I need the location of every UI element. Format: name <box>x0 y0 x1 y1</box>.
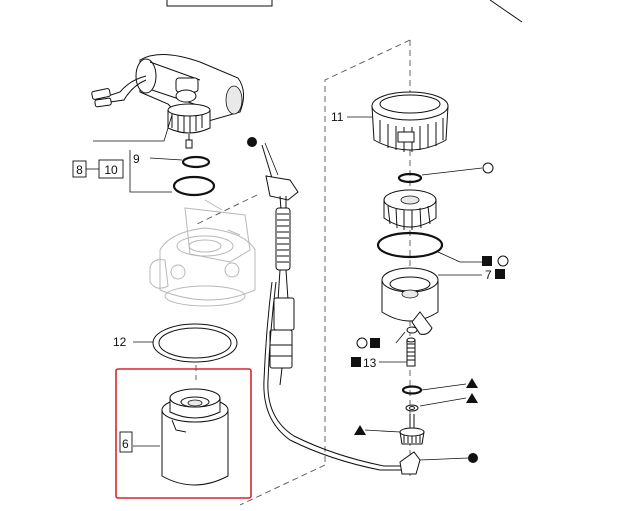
drain-valve-parts <box>399 385 425 445</box>
bolt-part <box>406 337 416 367</box>
open-circle-icon <box>482 162 494 174</box>
callout-7: 7 <box>485 268 492 282</box>
bowl-housing-part <box>381 267 439 335</box>
filled-triangle-icon <box>466 378 478 388</box>
filled-circle-icon <box>468 453 478 463</box>
leader-lines <box>93 114 483 461</box>
gasket-part <box>152 323 238 363</box>
filter-bowl-cap-part <box>371 91 449 152</box>
filter-cartridge-part <box>161 388 229 486</box>
callout-11: 11 <box>331 110 344 124</box>
callout-13: 13 <box>363 356 377 370</box>
filled-square-icon <box>351 357 361 367</box>
callout-label-boxes <box>72 159 133 453</box>
sensor-wire-assembly <box>261 144 421 475</box>
callout-8: 8 <box>76 163 83 177</box>
open-circle-icon <box>356 337 368 349</box>
threaded-collar-part <box>383 189 437 230</box>
o-ring-parts <box>172 155 216 197</box>
top-frame-fragment <box>166 0 523 23</box>
filled-triangle-icon <box>354 425 366 435</box>
pump-motor-part <box>135 54 244 149</box>
legend-symbols <box>247 137 509 463</box>
small-washer-part <box>406 326 418 334</box>
filled-circle-icon <box>247 137 257 147</box>
small-o-ring-part <box>397 172 423 184</box>
filled-triangle-icon <box>466 393 478 403</box>
callout-9: 9 <box>133 152 140 166</box>
filter-head-ghost <box>149 199 256 307</box>
open-circle-icon <box>497 255 509 267</box>
pump-wire-harness <box>91 75 147 108</box>
highlight-box <box>115 368 252 499</box>
filled-square-icon <box>482 256 492 266</box>
filled-square-icon <box>495 269 505 279</box>
large-seal-ring-part <box>376 231 444 259</box>
callout-10: 10 <box>104 163 118 177</box>
callout-6: 6 <box>122 437 129 451</box>
filled-square-icon <box>370 338 380 348</box>
callout-12: 12 <box>113 335 127 349</box>
